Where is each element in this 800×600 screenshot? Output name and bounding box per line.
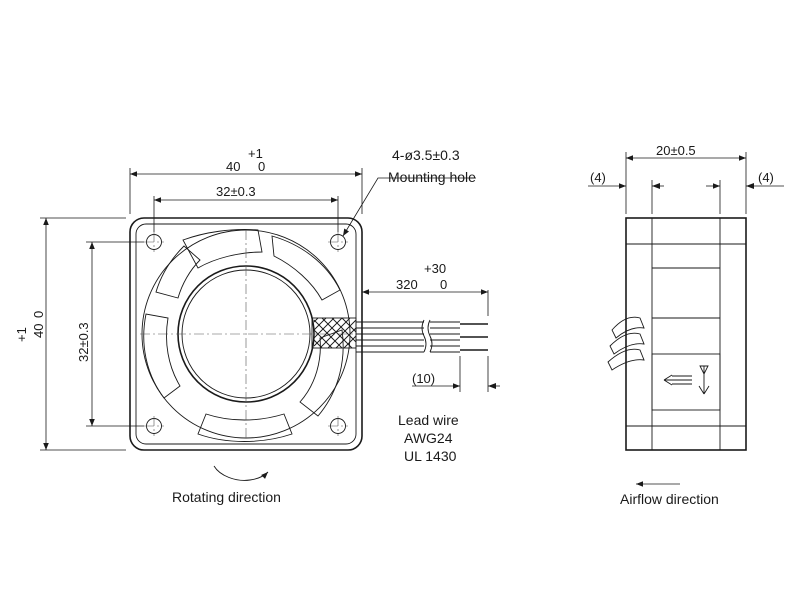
side-dimensions [588,152,784,214]
depth-dim-label: 20±0.5 [656,143,696,158]
side-lead-wires [607,316,645,371]
lead-length-lower-tol: 0 [440,277,447,292]
height-upper-tol: +1 [14,327,29,342]
side-labels: 20±0.5 (4) (4) Airflow direction [590,143,774,507]
lead-wire-line-2: AWG24 [404,430,453,446]
hole-pitch-h-label: 32±0.3 [216,184,256,199]
mounting-hole-label: Mounting hole [388,169,476,185]
rotating-direction-label: Rotating direction [172,489,281,505]
width-nominal: 40 [226,159,240,174]
lead-length-nominal: 320 [396,277,418,292]
lead-wire-exit [311,317,357,349]
front-dimensions [40,168,500,451]
width-upper-tol: +1 [248,146,263,161]
lead-wires [356,319,488,353]
airflow-direction-label: Airflow direction [620,491,719,507]
fan-blades [143,229,344,442]
mounting-hole-spec: 4-ø3.5±0.3 [392,147,460,163]
side-body-outline [625,217,747,451]
lead-wire-line-1: Lead wire [398,412,459,428]
lead-length-upper-tol: +30 [424,261,446,276]
plate-arrows-icon [663,365,710,395]
front-labels: +1 40 0 32±0.3 +1 40 0 32±0.3 4-ø3.5±0.3… [14,146,476,505]
mounting-holes [144,232,348,436]
strip-length-label: (10) [412,371,435,386]
lead-wire-line-3: UL 1430 [404,448,457,464]
hole-pitch-v-label: 32±0.3 [76,322,91,362]
rotation-arrow [213,465,269,481]
front-view [129,217,488,481]
right-offset-label: (4) [758,170,774,185]
airflow-label-plate [651,353,721,411]
height-nominal: 40 [31,324,46,338]
height-lower-tol: 0 [31,311,46,318]
side-view [607,217,747,487]
left-offset-label: (4) [590,170,606,185]
width-lower-tol: 0 [258,159,265,174]
